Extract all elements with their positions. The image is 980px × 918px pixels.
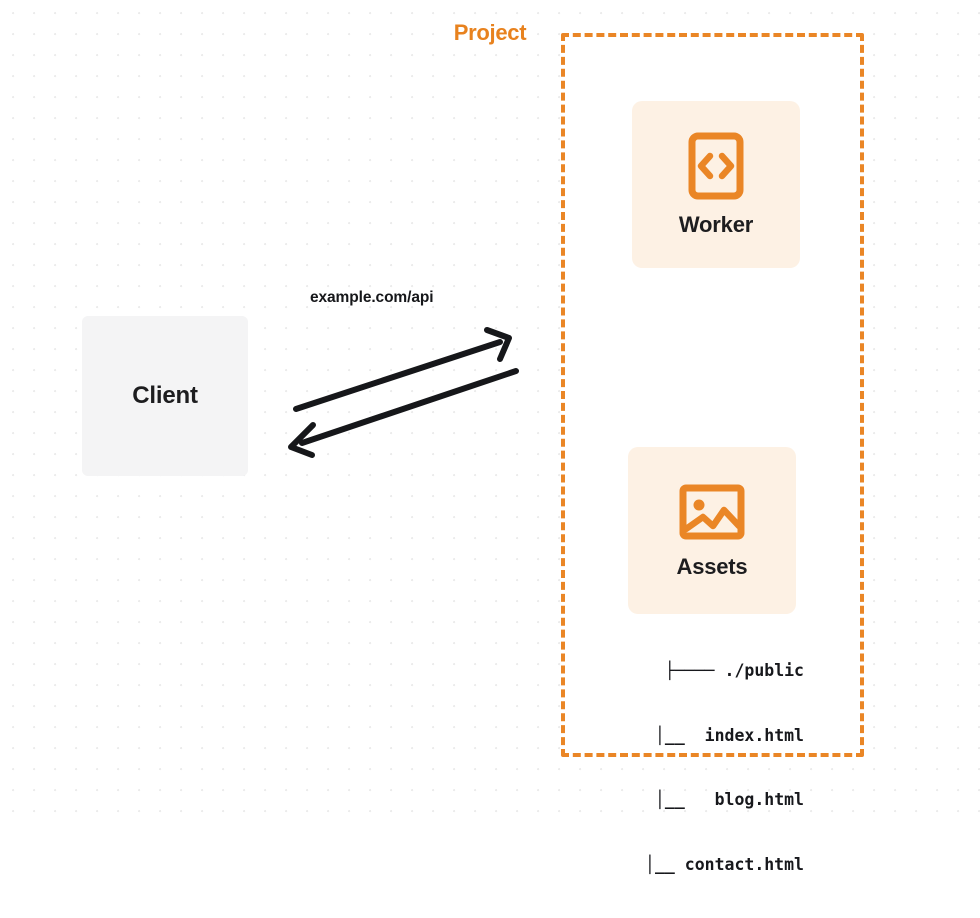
file-tree-row: │__ contact.html	[595, 854, 804, 874]
client-label: Client	[132, 382, 198, 409]
assets-file-tree: ├──── ./public │__ index.html │__ blog.h…	[560, 617, 804, 918]
diagram-canvas: Client example.com/api Project Worker	[0, 0, 980, 874]
service-card-worker[interactable]: Worker	[632, 101, 800, 268]
service-label-worker: Worker	[678, 211, 754, 237]
service-label-assets: Assets	[676, 553, 748, 579]
edge-label-example-api: example.com/api	[310, 289, 434, 306]
response-arrow	[288, 368, 519, 458]
file-tree-row: │__ blog.html	[605, 790, 804, 809]
request-arrow	[293, 327, 512, 412]
image-icon	[679, 484, 745, 539]
client-node[interactable]: Client	[82, 316, 248, 476]
code-brackets-icon	[688, 132, 744, 199]
file-tree-row: │__ index.html	[605, 725, 804, 745]
file-tree-row: ├──── ./public	[664, 661, 804, 680]
project-title: Project	[446, 20, 534, 46]
service-card-assets[interactable]: Assets	[628, 447, 796, 614]
